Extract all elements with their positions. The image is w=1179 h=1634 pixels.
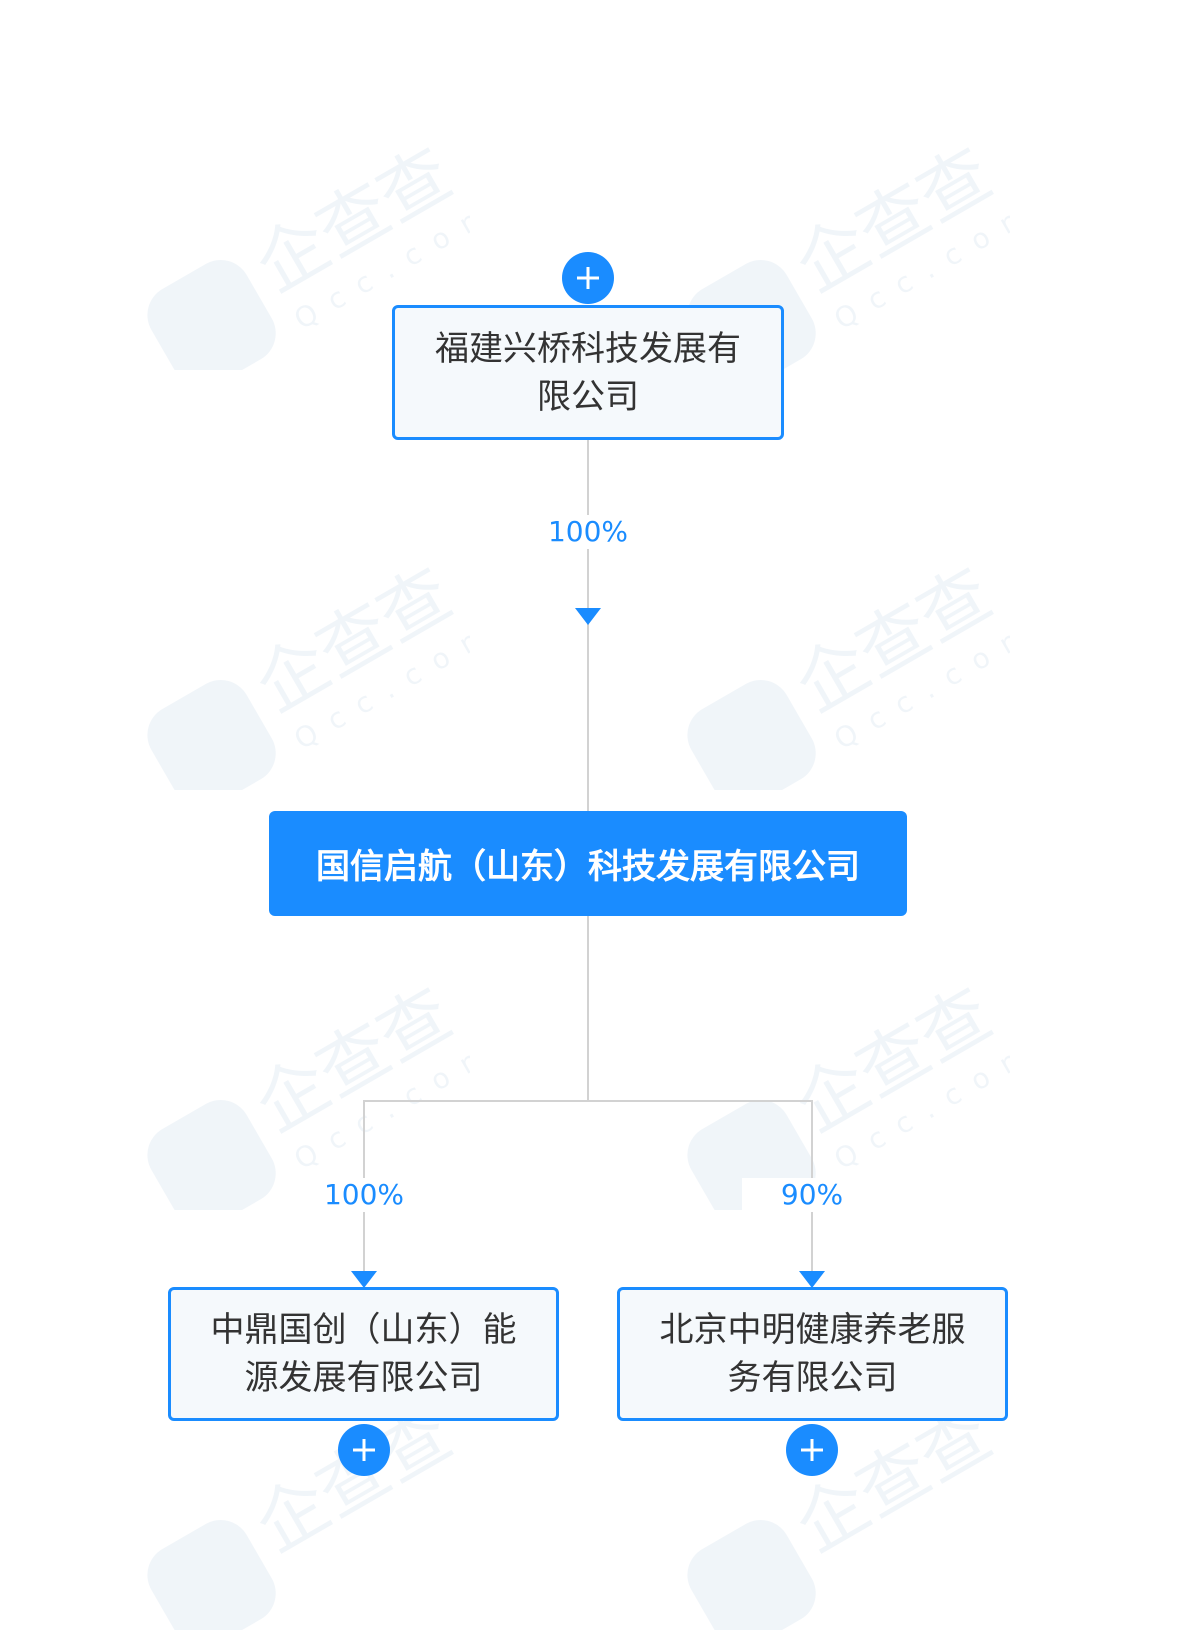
subsidiary-node[interactable]: 中鼎国创（山东）能源发展有限公司: [168, 1287, 559, 1421]
equity-diagram: 企查查 Qcc.com 企查查 Qcc.com 企查查 Qcc.com: [110, 132, 1047, 1634]
connector-line: [587, 438, 589, 812]
connector-line: [363, 1100, 813, 1102]
company-name: 北京中明健康养老服务有限公司: [659, 1310, 966, 1398]
svg-text:企查查: 企查查: [782, 552, 1005, 728]
svg-text:Qcc.com: Qcc.com: [289, 1031, 470, 1176]
watermark: 企查查 Qcc.com: [650, 550, 1047, 809]
center-company-node[interactable]: 国信启航（山东）科技发展有限公司: [269, 811, 907, 916]
svg-text:企查查: 企查查: [782, 972, 1005, 1148]
share-percentage: 100%: [518, 515, 658, 549]
svg-text:Qcc.com: Qcc.com: [829, 1031, 1010, 1176]
watermark: 企查查 Qcc.com: [110, 550, 507, 809]
subsidiary-node[interactable]: 北京中明健康养老服务有限公司: [617, 1287, 1008, 1421]
share-percentage: 90%: [742, 1178, 882, 1212]
svg-text:Qcc.com: Qcc.com: [289, 611, 470, 756]
plus-icon: [353, 1439, 375, 1461]
company-name: 中鼎国创（山东）能源发展有限公司: [210, 1310, 517, 1398]
down-arrow-icon: [799, 1271, 825, 1288]
plus-icon: [801, 1439, 823, 1461]
expand-subsidiary-button[interactable]: [786, 1424, 838, 1476]
svg-text:企查查: 企查查: [782, 132, 1005, 308]
share-percentage: 100%: [294, 1178, 434, 1212]
company-name: 福建兴桥科技发展有限公司: [435, 328, 741, 417]
watermark: 企查查: [650, 1390, 1010, 1634]
watermark: 企查查 Qcc.com: [650, 970, 1047, 1229]
down-arrow-icon: [575, 608, 601, 625]
connector-line: [587, 914, 589, 1102]
shareholder-node[interactable]: 福建兴桥科技发展有限公司: [392, 305, 784, 440]
svg-text:Qcc.com: Qcc.com: [829, 191, 1010, 336]
expand-shareholders-button[interactable]: [562, 252, 614, 304]
svg-text:Qcc.com: Qcc.com: [829, 611, 1010, 756]
company-name: 国信启航（山东）科技发展有限公司: [316, 847, 860, 887]
watermark: 企查查 Qcc.com: [110, 970, 507, 1229]
plus-icon: [577, 267, 599, 289]
watermark: 企查查: [110, 1390, 470, 1634]
svg-text:企查查: 企查查: [242, 132, 465, 308]
svg-text:企查查: 企查查: [242, 972, 465, 1148]
expand-subsidiary-button[interactable]: [338, 1424, 390, 1476]
down-arrow-icon: [351, 1271, 377, 1288]
svg-text:企查查: 企查查: [242, 552, 465, 728]
